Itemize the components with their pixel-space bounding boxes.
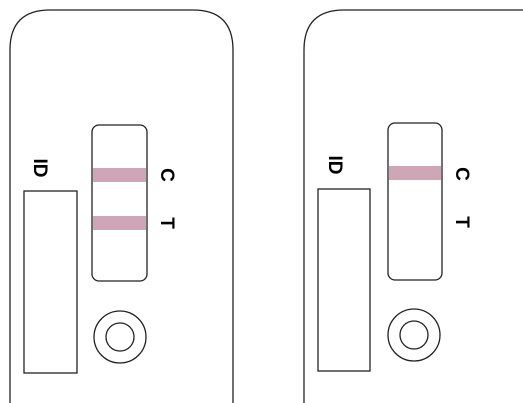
cassette-2-control-label: C [451,167,472,181]
cassette-2-sample-well-inner [399,320,429,350]
cassette-1-control-label: C [156,168,177,182]
cassette-1-control-line [93,168,146,182]
cassette-1-test-label: T [156,217,177,229]
cassette-2-body [303,9,523,403]
cassette-1-body [9,9,234,403]
cassette-1-result-window [91,124,148,282]
cassette-2-sample-well-outer [387,308,441,362]
cassette-2-id-label: ID [324,156,345,175]
cassette-1-sample-well-inner [105,322,135,352]
cassette-1-id-box [23,190,78,374]
cassette-2-test-label: T [451,216,472,228]
test-cassette-2: ID C T [303,9,523,403]
cassette-2-control-line [389,166,441,180]
cassette-1-id-label: ID [29,159,50,178]
cassette-1-sample-well-outer [93,310,147,364]
cassette-1-test-line [93,216,146,230]
cassette-2-result-window [387,122,443,281]
test-cassette-1: ID C T [9,9,234,403]
cassette-2-id-box [317,188,371,372]
